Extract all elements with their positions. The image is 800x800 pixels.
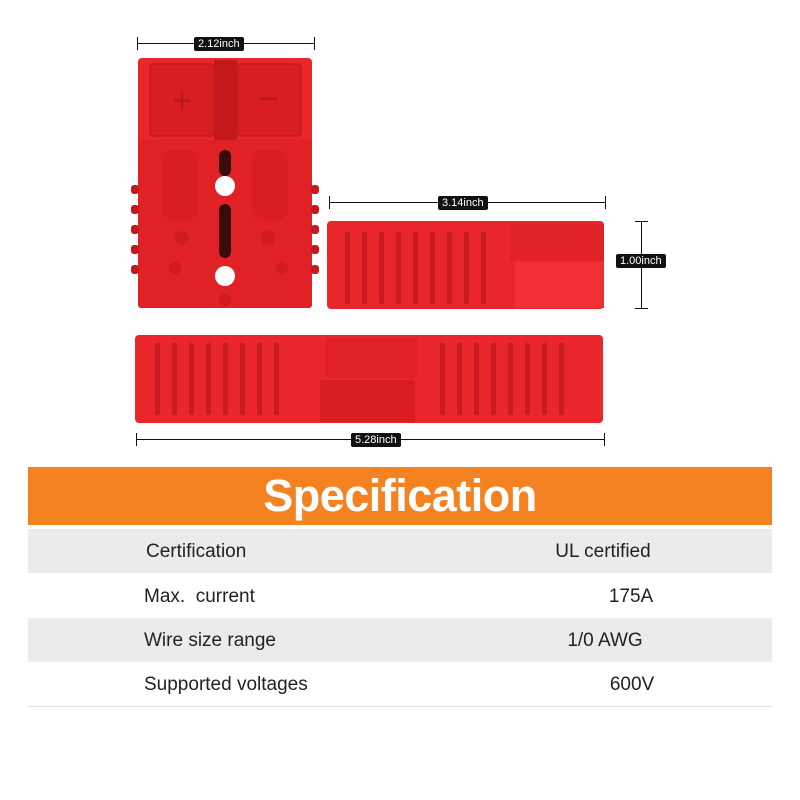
- spec-value: 1/0 AWG: [567, 630, 643, 651]
- connector-mated-view: [135, 335, 603, 423]
- dimension-label: 5.28inch: [351, 433, 401, 447]
- connector-front-view: [131, 58, 319, 308]
- spec-value: UL certified: [555, 541, 651, 562]
- spec-label: Supported voltages: [144, 674, 308, 695]
- spec-title: Specification: [263, 470, 537, 521]
- dimension-label: 1.00inch: [616, 254, 666, 268]
- spec-row-wire-size: Wire size range 1/0 AWG: [28, 618, 772, 662]
- spec-row-certification: Certification UL certified: [28, 529, 772, 573]
- spec-value: 175A: [608, 586, 654, 607]
- minus-symbol: −: [259, 80, 279, 118]
- connector-illustration: + −: [131, 58, 604, 423]
- dimension-label: 2.12inch: [194, 37, 244, 51]
- spec-divider: [28, 706, 772, 707]
- spec-header: Specification: [28, 467, 772, 525]
- spec-value: 600V: [609, 674, 655, 695]
- spec-label: Wire size range: [144, 630, 276, 651]
- spec-label: Certification: [146, 541, 247, 562]
- plus-symbol: +: [172, 82, 192, 120]
- connector-side-view: [327, 221, 604, 309]
- dimension-label: 3.14inch: [438, 196, 488, 210]
- spec-row-voltage: Supported voltages 600V: [28, 662, 772, 706]
- spec-label: Max. current: [144, 586, 255, 607]
- spec-row-max-current: Max. current 175A: [28, 574, 772, 618]
